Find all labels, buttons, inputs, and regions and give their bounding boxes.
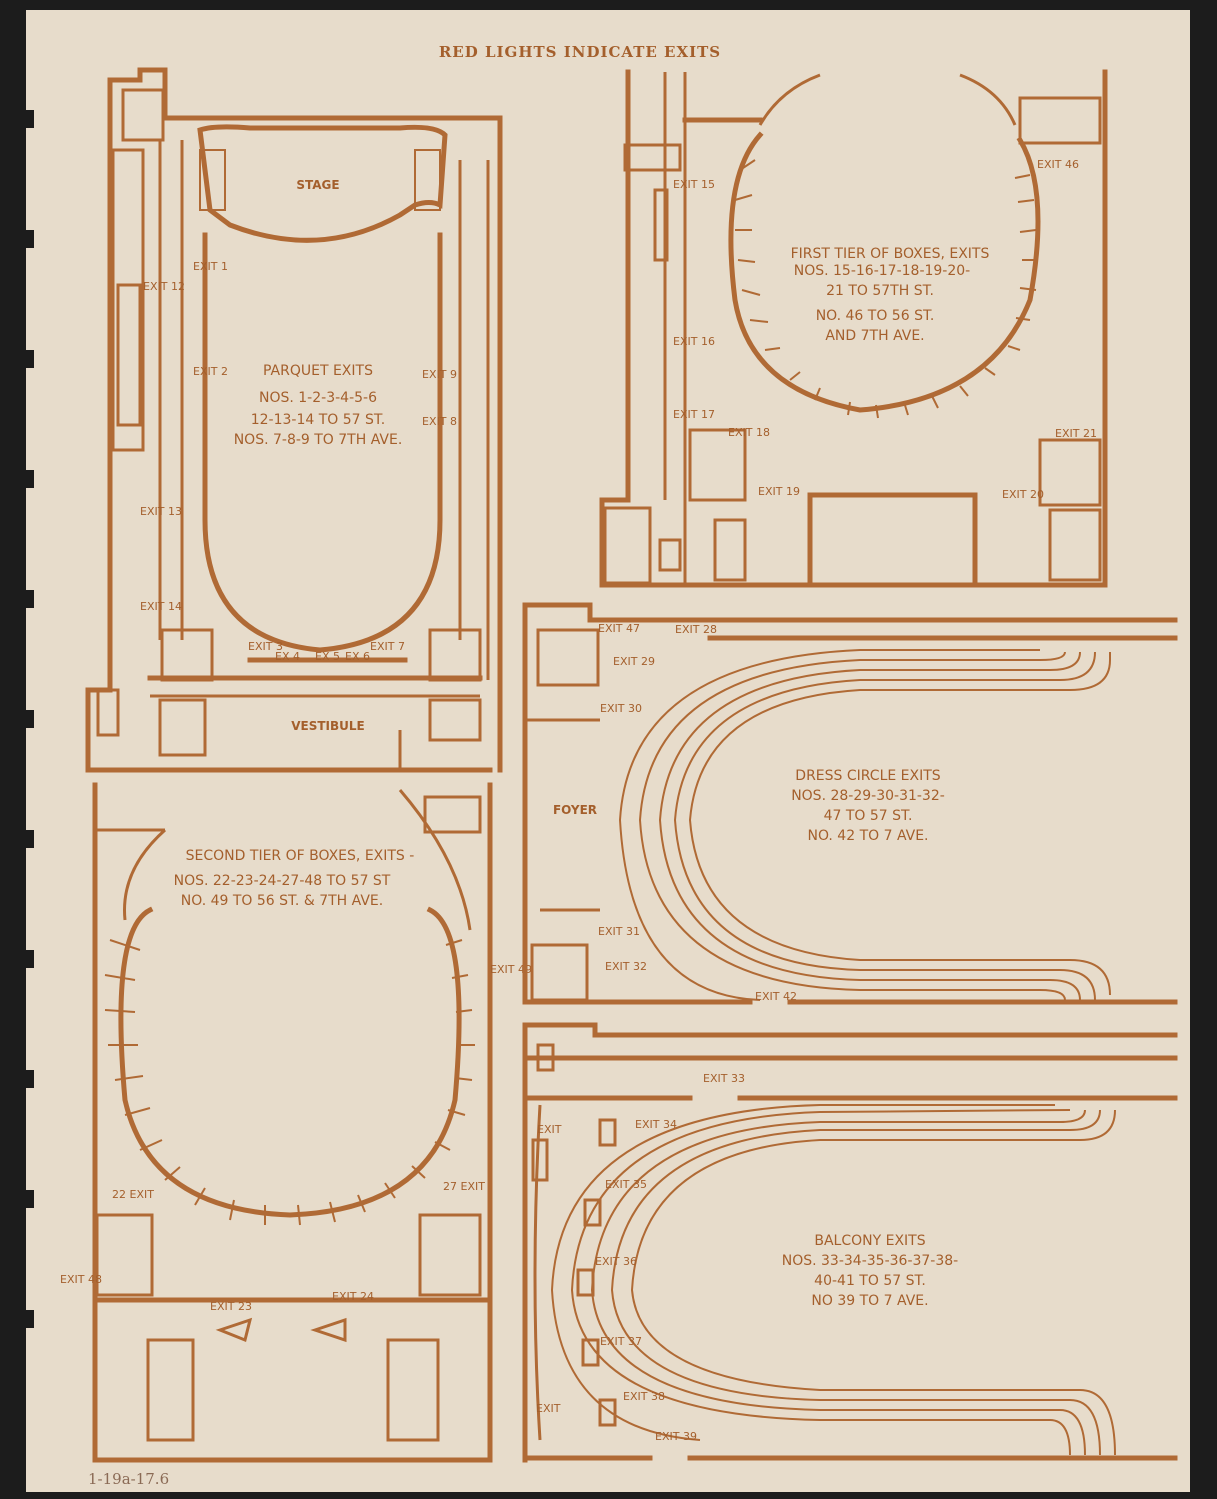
exit-label: EXIT 48 xyxy=(60,1273,102,1286)
perforation-hole xyxy=(20,110,34,128)
perforation-hole xyxy=(20,1190,34,1208)
parquet-caption-line: NOS. 7-8-9 TO 7TH AVE. xyxy=(234,432,403,448)
perforation-hole xyxy=(20,350,34,368)
dress-circle-plan: DRESS CIRCLE EXITS NOS. 28-29-30-31-32- … xyxy=(522,602,1178,1005)
dress-circle-caption-line: DRESS CIRCLE EXITS xyxy=(795,768,941,784)
exit-label: EXIT xyxy=(537,1123,562,1136)
exit-label: EXIT 34 xyxy=(635,1118,677,1131)
exit-label: EXIT 24 xyxy=(332,1290,374,1303)
balcony-plan: BALCONY EXITS NOS. 33-34-35-36-37-38- 40… xyxy=(522,1022,1178,1463)
exit-label: EXIT 8 xyxy=(422,415,457,428)
exit-label: EXIT 46 xyxy=(1037,158,1079,171)
parquet-plan: STAGE VESTIBULE PARQUET EXITS NOS. 1-2-3… xyxy=(85,67,503,773)
exit-label: EXIT 13 xyxy=(140,505,182,518)
exit-label: EXIT 39 xyxy=(655,1430,697,1443)
exit-label: EXIT 32 xyxy=(605,960,647,973)
parquet-caption-line: PARQUET EXITS xyxy=(263,363,373,379)
exit-label: EX 4 xyxy=(275,650,300,663)
balcony-caption-line: 40-41 TO 57 ST. xyxy=(814,1273,926,1289)
exit-label: EXIT 16 xyxy=(673,335,715,348)
exit-label: EXIT 20 xyxy=(1002,488,1044,501)
foyer-label: FOYER xyxy=(553,803,597,817)
dress-circle-caption-line: NO. 42 TO 7 AVE. xyxy=(807,828,928,844)
exit-label: EXIT 21 xyxy=(1055,427,1097,440)
exit-label: EXIT 17 xyxy=(673,408,715,421)
first-tier-plan: FIRST TIER OF BOXES, EXITS NOS. 15-16-17… xyxy=(599,69,1108,588)
exit-label: EXIT 23 xyxy=(210,1300,252,1313)
second-tier-plan: SECOND TIER OF BOXES, EXITS - NOS. 22-23… xyxy=(60,782,532,1463)
exit-label: 22 EXIT xyxy=(112,1188,154,1201)
exit-label: EXIT 12 xyxy=(143,280,185,293)
exit-label: EXIT 42 xyxy=(755,990,797,1003)
exit-label: EXIT xyxy=(536,1402,561,1415)
perforation-hole xyxy=(20,230,34,248)
exit-label: EXIT 31 xyxy=(598,925,640,938)
exit-label: EXIT 14 xyxy=(140,600,182,613)
parquet-caption-line: NOS. 1-2-3-4-5-6 xyxy=(259,390,377,406)
balcony-caption-line: BALCONY EXITS xyxy=(814,1233,925,1249)
second-tier-caption-line: SECOND TIER OF BOXES, EXITS - xyxy=(186,848,415,864)
perforation-hole xyxy=(20,590,34,608)
exit-label: 27 EXIT xyxy=(443,1180,485,1193)
parquet-caption-line: 12-13-14 TO 57 ST. xyxy=(251,412,386,428)
exit-label: EXIT 35 xyxy=(605,1178,647,1191)
stage-label: STAGE xyxy=(296,178,339,192)
perforation-hole xyxy=(20,1070,34,1088)
first-tier-caption-line: NOS. 15-16-17-18-19-20- xyxy=(794,263,970,279)
exit-label: EXIT 15 xyxy=(673,178,715,191)
exit-label: EXIT 1 xyxy=(193,260,228,273)
page-header: RED LIGHTS INDICATE EXITS xyxy=(439,43,721,61)
exit-label: EXIT 2 xyxy=(193,365,228,378)
dress-circle-caption-line: NOS. 28-29-30-31-32- xyxy=(791,788,945,804)
exit-label: EX 5 xyxy=(315,650,340,663)
exit-label: EXIT 36 xyxy=(595,1255,637,1268)
second-tier-caption-line: NO. 49 TO 56 ST. & 7TH AVE. xyxy=(181,893,383,909)
perforation-hole xyxy=(20,830,34,848)
exit-label: EXIT 18 xyxy=(728,426,770,439)
exit-label: EXIT 28 xyxy=(675,623,717,636)
exit-label: EXIT 38 xyxy=(623,1390,665,1403)
first-tier-caption-line: NO. 46 TO 56 ST. xyxy=(816,308,935,324)
vestibule-label: VESTIBULE xyxy=(291,719,365,733)
exit-label: EXIT 7 xyxy=(370,640,405,653)
exit-label: EXIT 37 xyxy=(600,1335,642,1348)
exit-label: EXIT 33 xyxy=(703,1072,745,1085)
exit-label: EXIT 29 xyxy=(613,655,655,668)
second-tier-caption-line: NOS. 22-23-24-27-48 TO 57 ST xyxy=(174,873,391,889)
exit-label: EXIT 47 xyxy=(598,622,640,635)
handwritten-note: 1-19a-17.6 xyxy=(88,1470,169,1488)
perforation-hole xyxy=(20,1310,34,1328)
perforation-hole xyxy=(20,710,34,728)
perforation-hole xyxy=(20,950,34,968)
balcony-caption-line: NO 39 TO 7 AVE. xyxy=(811,1293,928,1309)
first-tier-caption-line: FIRST TIER OF BOXES, EXITS xyxy=(791,246,990,262)
program-page xyxy=(26,10,1190,1492)
exit-label: EX 6 xyxy=(345,650,370,663)
exit-label: EXIT 49 xyxy=(490,963,532,976)
dress-circle-caption-line: 47 TO 57 ST. xyxy=(824,808,913,824)
exit-label: EXIT 19 xyxy=(758,485,800,498)
first-tier-caption-line: 21 TO 57TH ST. xyxy=(826,283,934,299)
balcony-caption-line: NOS. 33-34-35-36-37-38- xyxy=(782,1253,958,1269)
first-tier-caption-line: AND 7TH AVE. xyxy=(825,328,924,344)
perforation-hole xyxy=(20,470,34,488)
exit-label: EXIT 30 xyxy=(600,702,642,715)
exit-label: EXIT 3 xyxy=(248,640,283,653)
exit-label: EXIT 9 xyxy=(422,368,457,381)
